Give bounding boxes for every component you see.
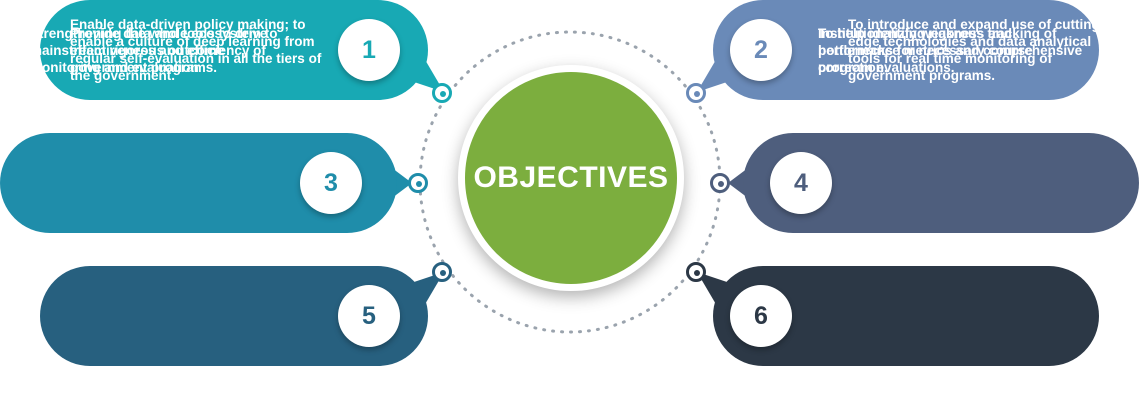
pointer-5: [402, 272, 444, 306]
node-dot-1: [432, 83, 452, 103]
objective-text-4: To introduce and expand use of cutting e…: [848, 17, 1100, 83]
objective-text-3: Strengthening the whole ecosystem to mai…: [30, 25, 278, 75]
objective-number-4: 4: [770, 152, 832, 214]
pointer-2: [697, 58, 739, 92]
objective-number-6: 6: [730, 285, 792, 347]
pointer-1: [402, 58, 444, 92]
objective-number-2: 2: [730, 19, 792, 81]
node-dot-6: [686, 262, 706, 282]
objective-text-1: Enable data-driven policy making; to ena…: [70, 17, 322, 83]
objective-number-3: 3: [300, 152, 362, 214]
node-dot-4: [710, 173, 730, 193]
hub-label: OBJECTIVES: [473, 161, 669, 194]
node-dot-2: [686, 83, 706, 103]
objectives-hub: OBJECTIVES: [458, 65, 684, 291]
node-dot-3: [408, 173, 428, 193]
objective-text-2: Institutionalizing rigorous tracking of …: [818, 25, 1083, 75]
objective-number-1: 1: [338, 19, 400, 81]
objective-text-5: Provide data and tools to drive effectiv…: [70, 25, 268, 75]
pointer-6: [697, 272, 739, 306]
objective-number-5: 5: [338, 285, 400, 347]
node-dot-5: [432, 262, 452, 282]
objective-text-6: To help identify weakness and bottleneck…: [818, 25, 1033, 75]
pointer-3: [392, 168, 412, 198]
